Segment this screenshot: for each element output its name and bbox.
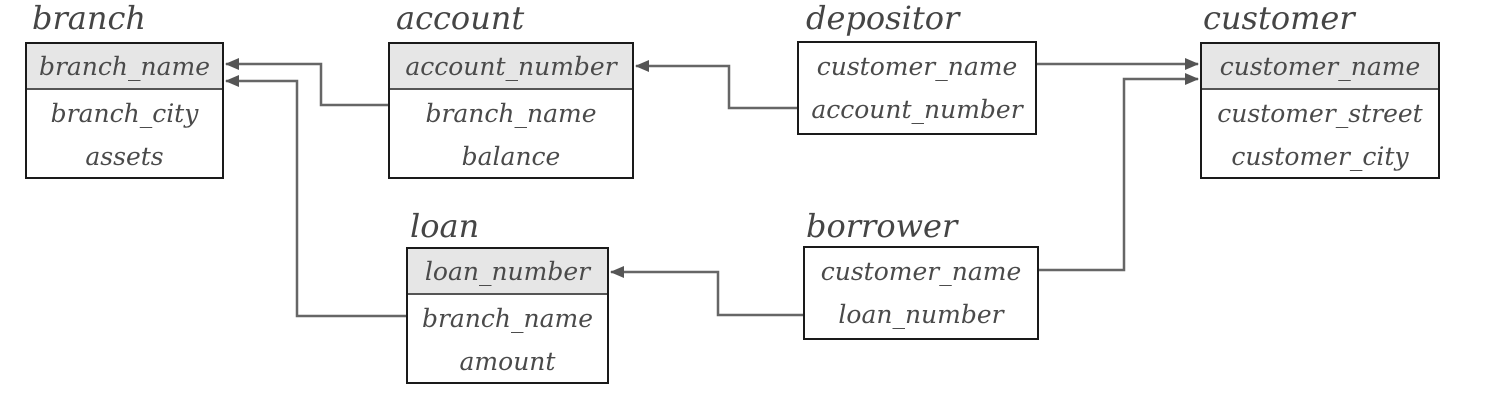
table-account: account_number branch_name balance <box>388 42 634 179</box>
attribute-assets: assets <box>85 142 164 171</box>
attribute-customer_city: customer_city <box>1231 142 1409 171</box>
attribute-account_number: account_number <box>811 95 1023 124</box>
relationship-depositor-account <box>635 60 797 110</box>
primary-key-customer_name: customer_name <box>1219 51 1421 81</box>
table-title-depositor: depositor <box>806 0 960 37</box>
primary-key-branch_name: branch_name <box>38 51 211 81</box>
table-title-borrower: borrower <box>806 207 958 245</box>
table-branch: branch_name branch_city assets <box>25 42 224 179</box>
attribute-customer_name: customer_name <box>820 257 1022 286</box>
attribute-branch_name: branch_name <box>425 99 597 128</box>
relationship-borrower-loan <box>610 266 803 317</box>
attribute-loan_number: loan_number <box>838 300 1004 329</box>
attribute-branch_city: branch_city <box>50 99 199 128</box>
primary-key-row: loan_number <box>408 249 607 295</box>
relationship-account-branch <box>225 58 388 107</box>
primary-key-row: customer_name <box>1202 44 1438 90</box>
attribute-balance: balance <box>461 142 561 171</box>
table-title-account: account <box>396 0 525 37</box>
table-loan: loan_number branch_name amount <box>406 247 609 384</box>
attribute-customer_street: customer_street <box>1217 99 1423 128</box>
table-title-loan: loan <box>410 207 480 245</box>
table-title-customer: customer <box>1203 0 1355 37</box>
relationship-loan-branch <box>225 75 406 318</box>
table-depositor: customer_name account_number <box>797 41 1037 135</box>
attribute-amount: amount <box>459 347 556 376</box>
table-customer: customer_name customer_street customer_c… <box>1200 42 1440 179</box>
primary-key-account_number: account_number <box>405 51 617 81</box>
primary-key-row: account_number <box>390 44 632 90</box>
relationship-borrower-customer <box>1039 73 1199 272</box>
attribute-customer_name: customer_name <box>816 52 1018 81</box>
table-borrower: customer_name loan_number <box>803 246 1039 340</box>
primary-key-row: branch_name <box>27 44 222 90</box>
attribute-branch_name: branch_name <box>421 304 594 333</box>
primary-key-loan_number: loan_number <box>424 256 591 286</box>
table-title-branch: branch <box>32 0 146 37</box>
